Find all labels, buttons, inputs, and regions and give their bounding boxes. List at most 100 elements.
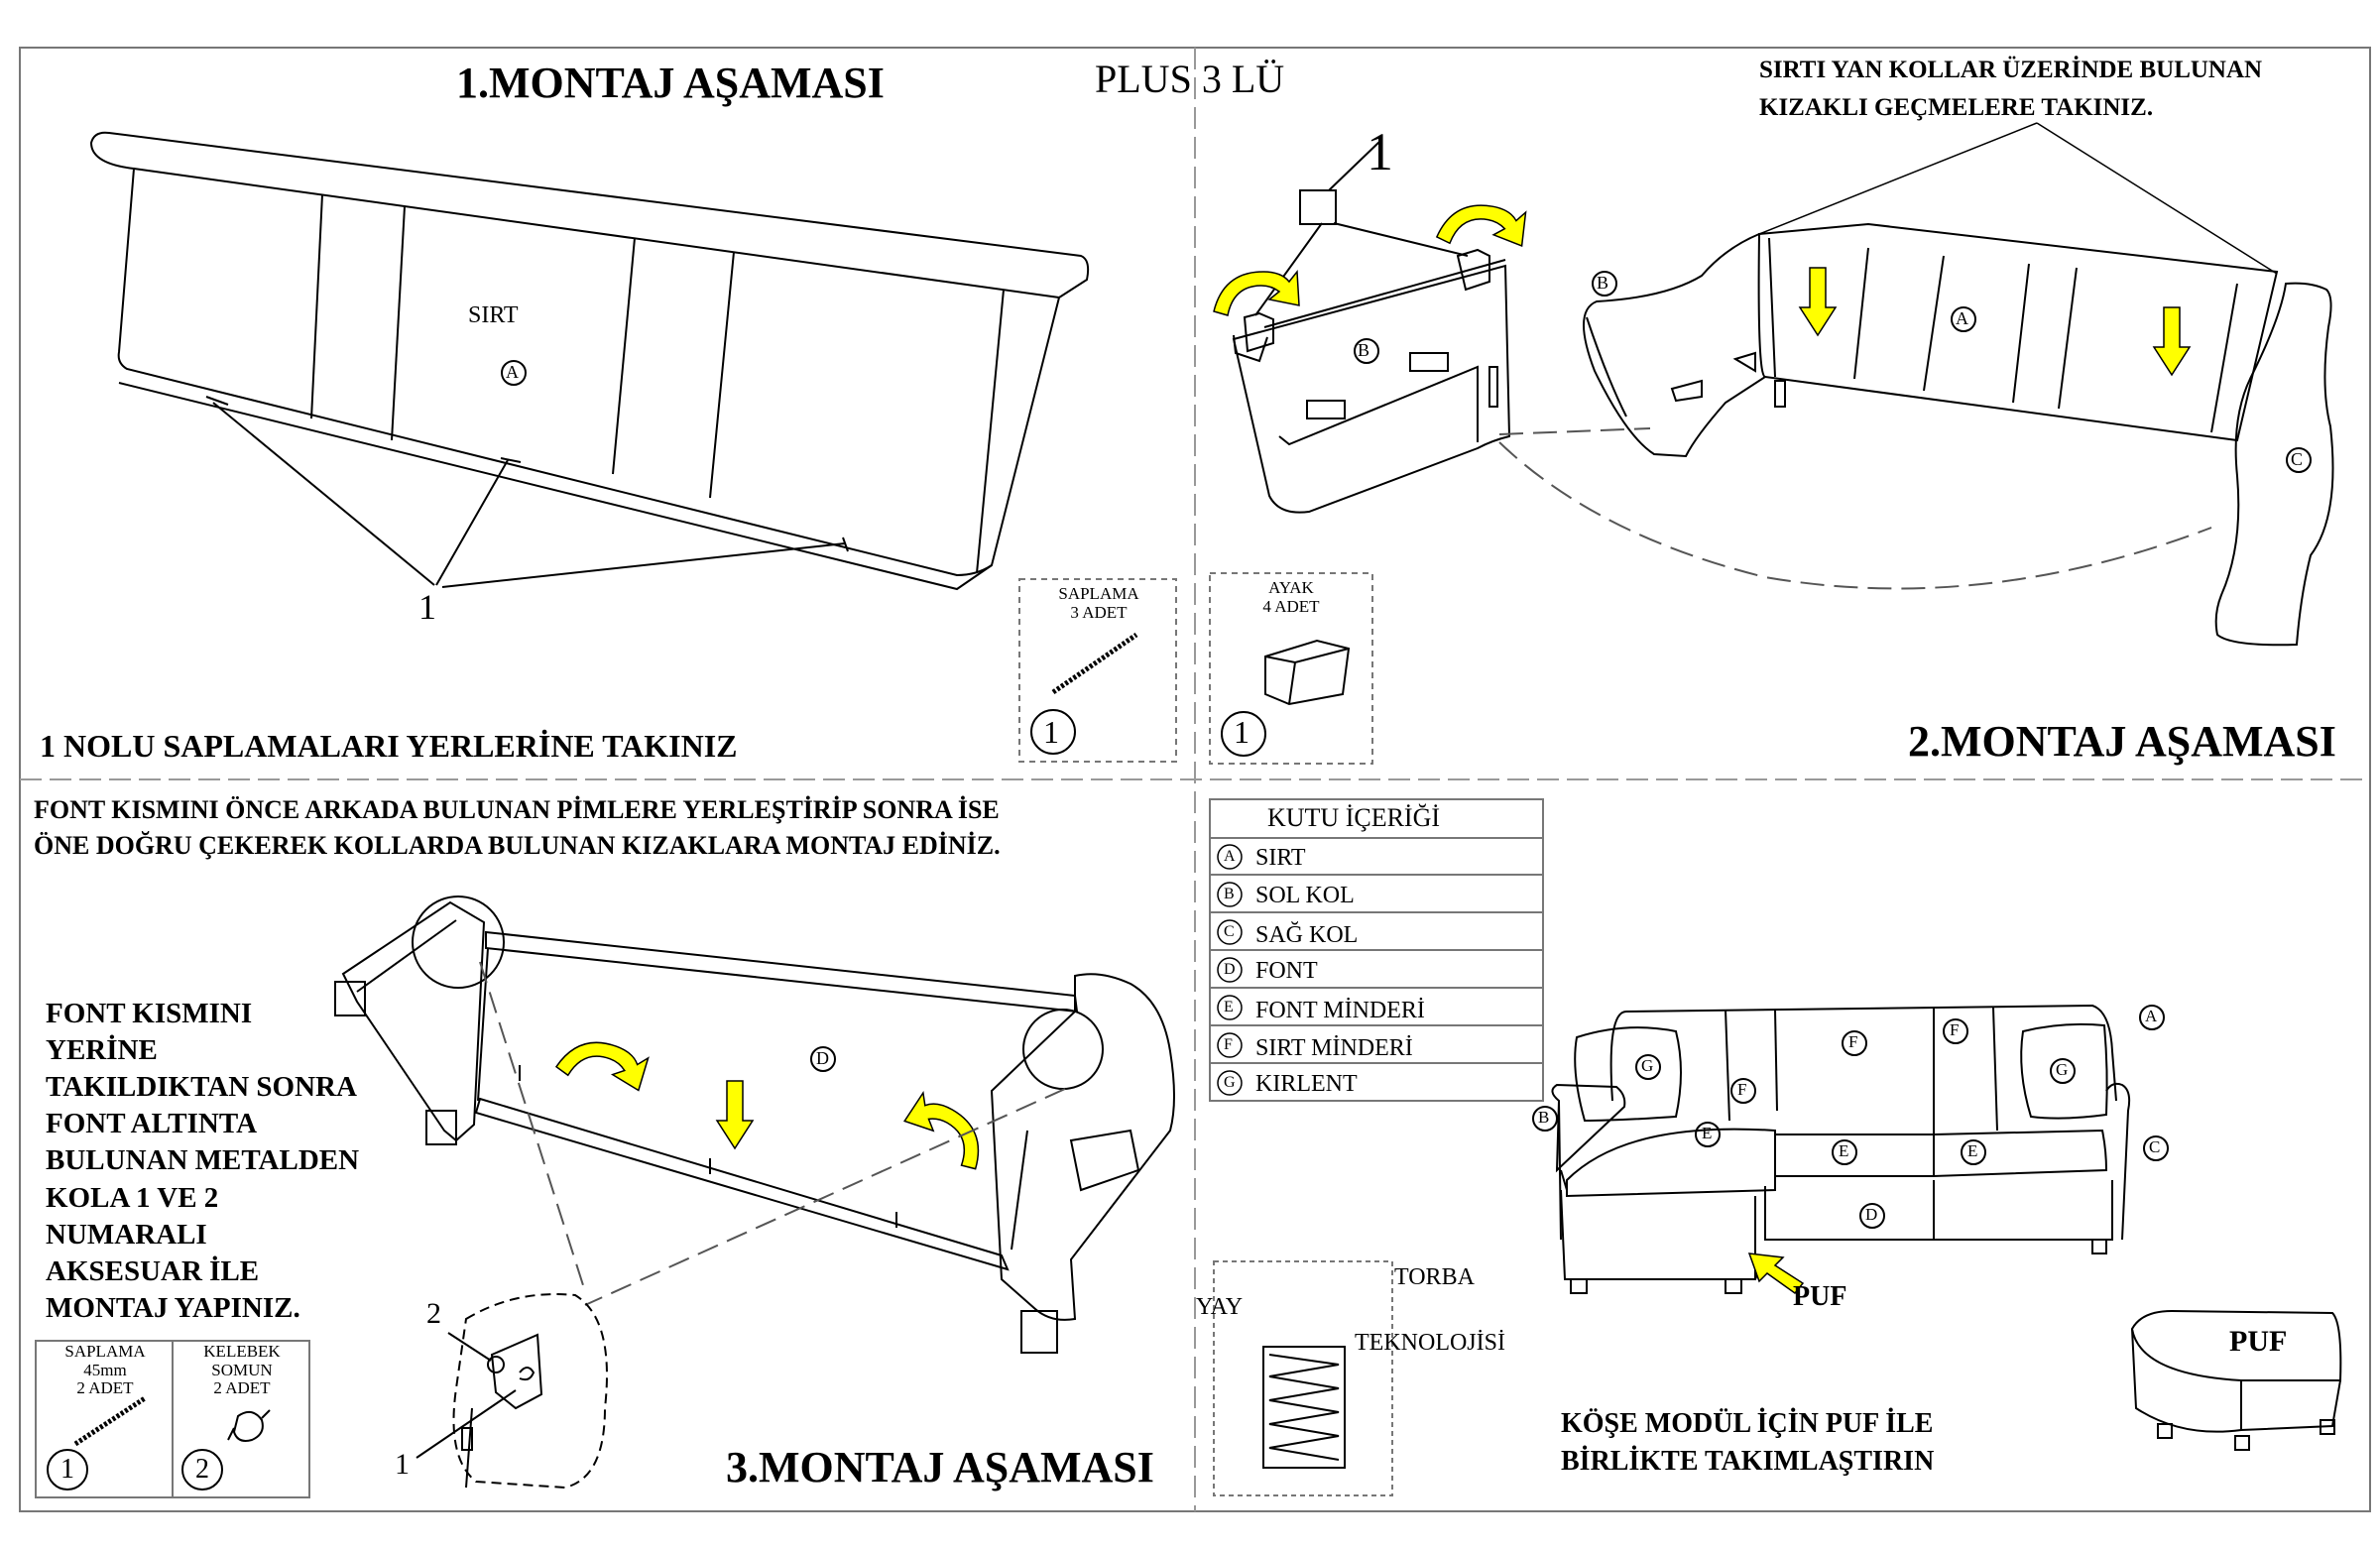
contents-name: FONT bbox=[1255, 958, 1318, 984]
spring-box bbox=[1213, 1260, 1393, 1496]
step2-back bbox=[1583, 222, 2279, 458]
contents-row: D FONT bbox=[1210, 951, 1543, 989]
step3-frame bbox=[334, 895, 1175, 1354]
contents-letter-circles bbox=[1217, 844, 1243, 1096]
step1-parts-name: SAPLAMA 3 ADET bbox=[1041, 584, 1156, 622]
step3-parts-boxes bbox=[35, 1340, 310, 1498]
contents-letter: F bbox=[1224, 1036, 1233, 1053]
step1-callout-number: 1 bbox=[418, 587, 436, 627]
puf-label: PUF bbox=[1793, 1281, 1847, 1312]
contents-letter: B bbox=[1224, 886, 1235, 902]
step3-side-line: FONT KISMINI bbox=[46, 998, 253, 1029]
contents-letter: G bbox=[1224, 1074, 1236, 1091]
step3-parts-number-2: 2 bbox=[195, 1454, 209, 1485]
sofa-letter-e: E bbox=[1839, 1141, 1849, 1160]
step3-dashed bbox=[479, 961, 1066, 1306]
step1-part-letter: A bbox=[506, 362, 519, 382]
puf-drawing bbox=[2130, 1309, 2342, 1451]
sofa-letter-f: F bbox=[1737, 1080, 1747, 1099]
sofa-letter-c: C bbox=[2149, 1137, 2161, 1156]
step2-label-b-left: B bbox=[1358, 340, 1370, 360]
step3-instruction-line1: FONT KISMINI ÖNCE ARKADA BULUNAN PİMLERE… bbox=[34, 795, 1000, 824]
contents-title: KUTU İÇERİĞİ bbox=[1267, 803, 1441, 832]
step3-detail bbox=[416, 1293, 608, 1490]
step2-heading: 2.MONTAJ AŞAMASI bbox=[1908, 717, 2336, 766]
step1-instruction: 1 NOLU SAPLAMALARI YERLERİNE TAKINIZ bbox=[40, 728, 738, 764]
sofa-letter-f: F bbox=[1848, 1032, 1858, 1051]
step2-instruction-line1: SIRTI YAN KOLLAR ÜZERİNDE BULUNAN bbox=[1759, 57, 2263, 83]
parts-line: 2 ADET bbox=[76, 1378, 134, 1398]
contents-name: SAĞ KOL bbox=[1255, 922, 1359, 948]
step2-label-a: A bbox=[1956, 308, 1968, 328]
spring-torba: TORBA bbox=[1394, 1264, 1475, 1290]
sofa-letter-b: B bbox=[1538, 1108, 1550, 1127]
contents-name: SIRT MİNDERİ bbox=[1255, 1035, 1413, 1061]
step3-side-line: KOLA 1 VE 2 bbox=[46, 1181, 219, 1214]
step3-side-line: AKSESUAR İLE bbox=[46, 1254, 260, 1287]
step2-parts-line2: 4 ADET bbox=[1262, 596, 1320, 616]
contents-table bbox=[1209, 798, 1544, 1102]
contents-name: FONT MİNDERİ bbox=[1255, 998, 1425, 1023]
step1-parts-number: 1 bbox=[1043, 714, 1059, 750]
contents-letter: E bbox=[1224, 999, 1234, 1015]
step1-part-label: SIRT bbox=[468, 302, 519, 328]
step2-callout-number: 1 bbox=[1367, 122, 1393, 181]
contents-letter: A bbox=[1224, 848, 1236, 865]
puf-box-label: PUF bbox=[2229, 1325, 2288, 1358]
step2-right-arm bbox=[2214, 282, 2334, 647]
contents-row: A SIRT bbox=[1210, 838, 1543, 876]
step3-side-line: NUMARALI bbox=[46, 1218, 207, 1251]
step3-parts-box-1: SAPLAMA 45mm 2 ADET bbox=[44, 1342, 167, 1398]
contents-row: G KIRLENT bbox=[1210, 1064, 1543, 1102]
parts-line: SOMUN bbox=[211, 1360, 273, 1379]
step1-parts-box bbox=[1018, 578, 1177, 763]
contents-row: B SOL KOL bbox=[1210, 876, 1543, 913]
step3-side-line: TAKILDIKTAN SONRA bbox=[46, 1071, 357, 1104]
sofa-note-line2: BİRLİKTE TAKIMLAŞTIRIN bbox=[1561, 1446, 1935, 1477]
contents-name: SIRT bbox=[1255, 845, 1306, 871]
step2-parts-number: 1 bbox=[1234, 714, 1250, 750]
step2-callout-lines bbox=[1758, 122, 2278, 275]
step3-side-line: FONT ALTINTA bbox=[46, 1108, 258, 1140]
step2-parts-line1: AYAK bbox=[1268, 578, 1314, 597]
sofa-letter-g: G bbox=[2056, 1060, 2069, 1079]
step1-parts-line1: SAPLAMA bbox=[1058, 584, 1139, 603]
step1-back-panel bbox=[89, 131, 1090, 591]
contents-name: KIRLENT bbox=[1255, 1071, 1358, 1097]
parts-line: SAPLAMA bbox=[64, 1342, 146, 1361]
spring-yay: YAY bbox=[1196, 1294, 1244, 1320]
document-title: PLUS 3 LÜ bbox=[1095, 57, 1285, 101]
contents-row: E FONT MİNDERİ bbox=[1210, 989, 1543, 1026]
step1-heading: 1.MONTAJ AŞAMASI bbox=[456, 59, 885, 107]
frame bbox=[19, 47, 2371, 1512]
step2-label-c: C bbox=[2291, 449, 2304, 469]
contents-row: F SIRT MİNDERİ bbox=[1210, 1026, 1543, 1064]
step3-side-line: BULUNAN METALDEN bbox=[46, 1144, 360, 1177]
sofa-letter-f: F bbox=[1950, 1020, 1960, 1039]
step2-left-arm bbox=[1232, 140, 1511, 514]
sofa-letter-e: E bbox=[1967, 1141, 1978, 1160]
contents-letter: D bbox=[1224, 961, 1236, 978]
sofa-note-line1: KÖŞE MODÜL İÇİN PUF İLE bbox=[1561, 1408, 1934, 1439]
step2-label-b-right: B bbox=[1597, 273, 1609, 293]
step3-parts-number-1: 1 bbox=[60, 1454, 74, 1485]
step3-heading: 3.MONTAJ AŞAMASI bbox=[726, 1443, 1154, 1491]
step2-dashed-lines bbox=[1498, 427, 2212, 590]
parts-line: 2 ADET bbox=[213, 1378, 271, 1398]
step3-part-letter: D bbox=[816, 1048, 829, 1068]
step2-parts-box bbox=[1209, 572, 1373, 765]
step3-side-text: FONT KISMINI YERİNE TAKILDIKTAN SONRA FO… bbox=[46, 996, 359, 1327]
step2-parts-name: AYAK 4 ADET bbox=[1234, 578, 1349, 616]
step3-side-line: YERİNE bbox=[46, 1034, 158, 1067]
step2-instruction-line2: KIZAKLI GEÇMELERE TAKINIZ. bbox=[1759, 94, 2154, 121]
parts-line: KELEBEK bbox=[203, 1342, 281, 1361]
step3-detail-number-2: 2 bbox=[426, 1297, 441, 1330]
contents-name: SOL KOL bbox=[1255, 883, 1355, 908]
puf-arrow bbox=[1747, 1253, 1805, 1295]
sofa-letter-a: A bbox=[2145, 1007, 2158, 1025]
parts-line: 45mm bbox=[83, 1360, 127, 1379]
step3-side-line: MONTAJ YAPINIZ. bbox=[46, 1291, 300, 1324]
sofa-letter-e: E bbox=[1702, 1124, 1713, 1142]
